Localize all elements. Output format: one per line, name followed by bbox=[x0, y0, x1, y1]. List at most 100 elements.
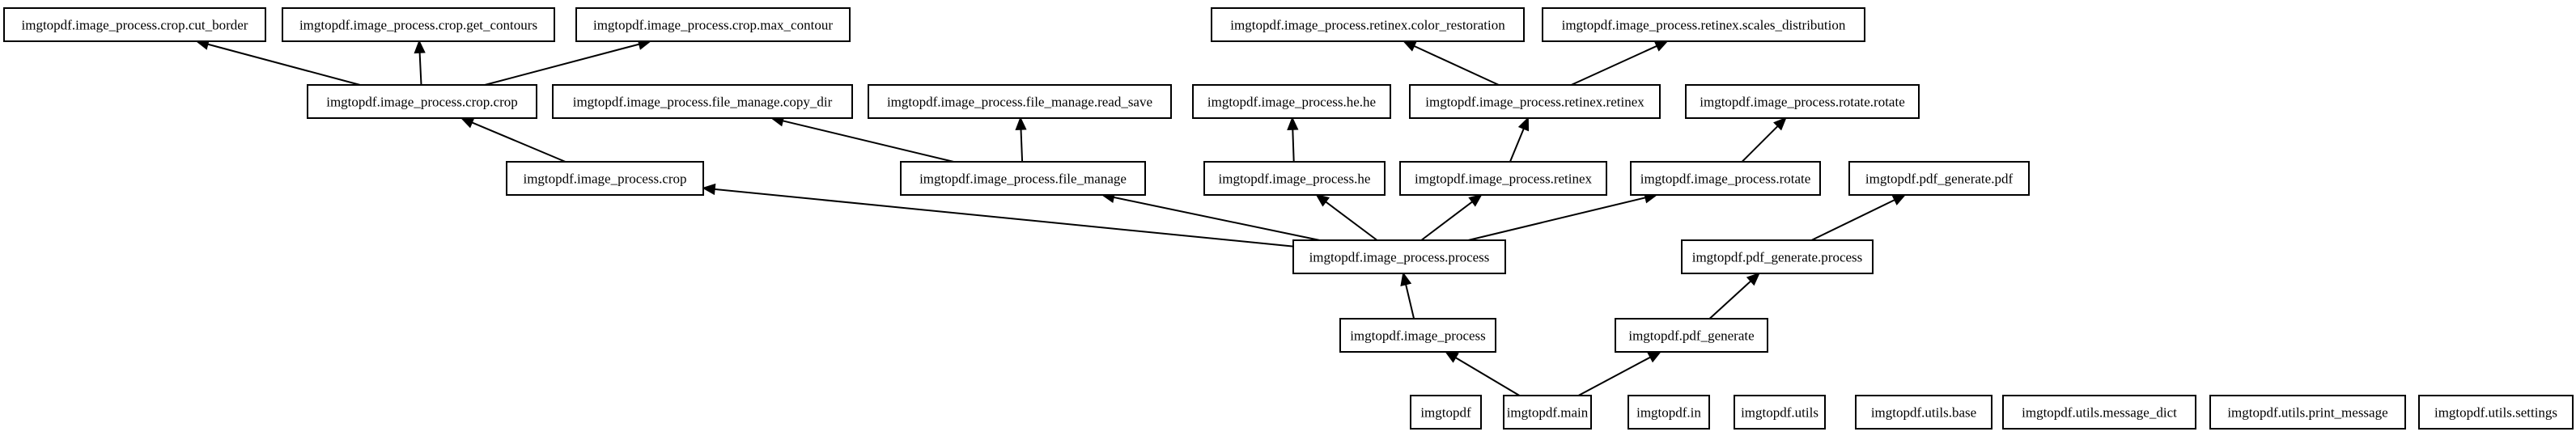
node-label: imgtopdf.pdf_generate bbox=[1628, 328, 1754, 344]
node-label: imgtopdf.image_process bbox=[1350, 328, 1486, 344]
node-box bbox=[1734, 395, 1826, 430]
node-utils_settings: imgtopdf.utils.settings bbox=[2418, 395, 2574, 430]
arrowhead-icon bbox=[1015, 116, 1027, 130]
node-crop_crop: imgtopdf.image_process.crop.crop bbox=[307, 84, 537, 119]
node-label: imgtopdf.image_process.crop.cut_border bbox=[22, 18, 248, 33]
node-label: imgtopdf.image_process.retinex.retinex bbox=[1425, 95, 1644, 110]
edge-crop-to-crop_crop bbox=[460, 117, 567, 163]
edge-line bbox=[1741, 125, 1779, 163]
edge-process-to-rotate bbox=[1467, 192, 1658, 241]
arrowhead-icon bbox=[1400, 272, 1412, 286]
node-label: imgtopdf.image_process.crop.get_contours bbox=[299, 18, 537, 33]
node-box bbox=[2418, 395, 2574, 430]
edge-line bbox=[1571, 44, 1657, 86]
node-box bbox=[2209, 395, 2406, 430]
edge-retinex_retinex-to-retinex_scales_distribution bbox=[1571, 40, 1669, 86]
edge-file_manage-to-file_manage_read_save bbox=[1015, 116, 1027, 163]
node-label: imgtopdf.pdf_generate.process bbox=[1692, 250, 1863, 265]
node-utils_message_dict: imgtopdf.utils.message_dict bbox=[2002, 395, 2196, 430]
node-label: imgtopdf.image_process.retinex bbox=[1415, 171, 1593, 187]
arrowhead-icon bbox=[1746, 272, 1761, 286]
node-box bbox=[1630, 161, 1821, 196]
arrowhead-icon bbox=[460, 117, 475, 129]
node-file_manage_read_save: imgtopdf.image_process.file_manage.read_… bbox=[868, 84, 1172, 119]
edges-layer bbox=[195, 38, 1907, 396]
node-box bbox=[3, 7, 266, 42]
node-utils_base: imgtopdf.utils.base bbox=[1855, 395, 1992, 430]
edge-crop_crop-to-crop_get_contours bbox=[414, 40, 426, 86]
arrowhead-icon bbox=[1402, 40, 1417, 52]
node-retinex: imgtopdf.image_process.retinex bbox=[1399, 161, 1607, 196]
node-box bbox=[1615, 318, 1768, 353]
node-label: imgtopdf.utils.settings bbox=[2434, 405, 2557, 421]
edge-pdf_generate-to-pdf_generate_process bbox=[1708, 272, 1761, 320]
edge-line bbox=[471, 121, 567, 163]
node-image_process: imgtopdf.image_process bbox=[1339, 318, 1496, 353]
node-box bbox=[1292, 239, 1506, 274]
node-box bbox=[1503, 395, 1592, 430]
edge-line bbox=[1577, 356, 1651, 396]
node-label: imgtopdf.image_process.file_manage bbox=[919, 171, 1127, 187]
node-label: imgtopdf.image_process.retinex.scales_di… bbox=[1562, 18, 1846, 33]
node-box bbox=[2002, 395, 2196, 430]
arrowhead-icon bbox=[1287, 116, 1299, 130]
node-label: imgtopdf.image_process.process bbox=[1309, 250, 1490, 265]
node-file_manage_copy_dir: imgtopdf.image_process.file_manage.copy_… bbox=[552, 84, 853, 119]
node-utils: imgtopdf.utils bbox=[1734, 395, 1826, 430]
edge-line bbox=[1420, 201, 1473, 241]
node-retinex_scales_distribution: imgtopdf.image_process.retinex.scales_di… bbox=[1542, 7, 1865, 42]
node-label: imgtopdf.utils.print_message bbox=[2227, 405, 2387, 421]
node-label: imgtopdf.in bbox=[1636, 405, 1701, 421]
node-box bbox=[1685, 84, 1920, 119]
edge-line bbox=[1708, 280, 1751, 320]
edge-line bbox=[207, 43, 361, 86]
node-box bbox=[552, 84, 853, 119]
arrowhead-icon bbox=[1891, 194, 1907, 205]
edge-rotate-to-rotate_rotate bbox=[1741, 116, 1787, 163]
node-retinex_color_restoration: imgtopdf.image_process.retinex.color_res… bbox=[1211, 7, 1525, 42]
node-utils_print_message: imgtopdf.utils.print_message bbox=[2209, 395, 2406, 430]
node-label: imgtopdf.image_process.crop.max_contour bbox=[593, 18, 833, 33]
node-crop_max_contour: imgtopdf.image_process.crop.max_contour bbox=[575, 7, 851, 42]
node-pdf_generate_pdf: imgtopdf.pdf_generate.pdf bbox=[1848, 161, 2030, 196]
node-label: imgtopdf.image_process.crop bbox=[523, 171, 686, 187]
node-box bbox=[868, 84, 1172, 119]
edge-pdf_generate_process-to-pdf_generate_pdf bbox=[1810, 194, 1907, 241]
node-rotate: imgtopdf.image_process.rotate bbox=[1630, 161, 1821, 196]
node-he_he: imgtopdf.image_process.he.he bbox=[1192, 84, 1391, 119]
node-box bbox=[1681, 239, 1874, 274]
edge-file_manage-to-file_manage_copy_dir bbox=[770, 115, 954, 163]
edge-retinex-to-retinex_retinex bbox=[1509, 116, 1530, 163]
edge-process-to-file_manage bbox=[1101, 192, 1320, 241]
node-file_manage: imgtopdf.image_process.file_manage bbox=[900, 161, 1146, 196]
node-box bbox=[307, 84, 537, 119]
arrowhead-icon bbox=[1653, 40, 1669, 52]
node-retinex_retinex: imgtopdf.image_process.retinex.retinex bbox=[1409, 84, 1661, 119]
node-box bbox=[1339, 318, 1496, 353]
node-label: imgtopdf.pdf_generate.pdf bbox=[1865, 171, 2014, 187]
node-pdf_generate_process: imgtopdf.pdf_generate.process bbox=[1681, 239, 1874, 274]
edge-line bbox=[1405, 284, 1415, 320]
edge-process-to-crop bbox=[702, 183, 1294, 248]
node-label: imgtopdf bbox=[1420, 405, 1471, 421]
node-in: imgtopdf.in bbox=[1628, 395, 1710, 430]
node-box bbox=[900, 161, 1146, 196]
node-imgtopdf: imgtopdf bbox=[1410, 395, 1482, 430]
node-box bbox=[1628, 395, 1710, 430]
edge-line bbox=[714, 188, 1294, 248]
edge-crop_crop-to-crop_cut_border bbox=[195, 38, 361, 86]
edge-line bbox=[1292, 129, 1295, 163]
node-crop: imgtopdf.image_process.crop bbox=[506, 161, 704, 196]
edge-main-to-image_process bbox=[1444, 351, 1521, 396]
edge-line bbox=[1413, 44, 1500, 86]
node-crop_get_contours: imgtopdf.image_process.crop.get_contours bbox=[282, 7, 555, 42]
edge-image_process-to-process bbox=[1400, 272, 1415, 320]
node-label: imgtopdf.image_process.retinex.color_res… bbox=[1230, 18, 1505, 33]
edge-line bbox=[418, 52, 422, 86]
edge-line bbox=[1325, 201, 1378, 241]
node-box bbox=[1855, 395, 1992, 430]
node-label: imgtopdf.image_process.he.he bbox=[1207, 95, 1376, 110]
edge-process-to-he bbox=[1315, 193, 1378, 241]
